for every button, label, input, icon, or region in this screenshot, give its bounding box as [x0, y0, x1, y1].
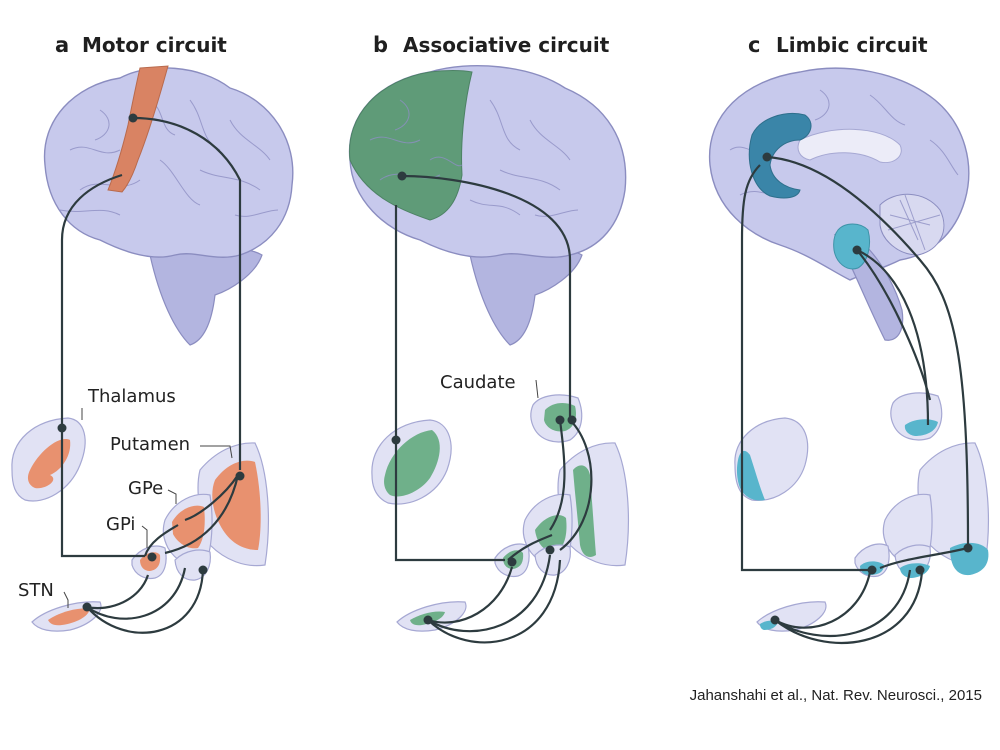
panel-motor: a Motor circuit [11, 33, 294, 634]
hippocampus-amygdala [833, 223, 871, 270]
labels-motor: Thalamus Putamen GPe GPi STN [18, 386, 233, 608]
gpi-second-associative [534, 544, 571, 576]
panel-title-motor: Motor circuit [82, 33, 227, 57]
pathways-associative [391, 171, 593, 644]
nuclei-associative [371, 394, 630, 632]
panel-letter-c: c [748, 33, 760, 57]
panel-letter-b: b [373, 33, 388, 57]
pathways-motor [57, 113, 245, 634]
label-caudate: Caudate [440, 372, 516, 393]
pathways-limbic [740, 152, 973, 645]
labels-associative: Caudate [440, 372, 539, 399]
label-stn: STN [18, 580, 54, 601]
label-gpi: GPi [106, 514, 135, 535]
panel-title-associative: Associative circuit [403, 33, 610, 57]
label-putamen: Putamen [110, 434, 190, 455]
brain-medial-limbic [708, 67, 970, 341]
anterior-cingulate [748, 113, 812, 199]
brain-lateral-associative [348, 65, 627, 346]
panel-letter-a: a [55, 33, 69, 57]
motor-cortex-strip [107, 65, 169, 193]
figure-credit: Jahanshahi et al., Nat. Rev. Neurosci., … [689, 687, 982, 704]
label-thalamus: Thalamus [87, 386, 176, 407]
panel-title-limbic: Limbic circuit [776, 33, 928, 57]
prefrontal-cortex [349, 70, 473, 221]
label-gpe: GPe [128, 478, 163, 499]
nuclei-limbic [734, 392, 990, 632]
panel-associative: b Associative circuit [348, 33, 630, 644]
panel-limbic: c Limbic circuit [708, 33, 990, 645]
brain-lateral-motor [43, 65, 294, 346]
